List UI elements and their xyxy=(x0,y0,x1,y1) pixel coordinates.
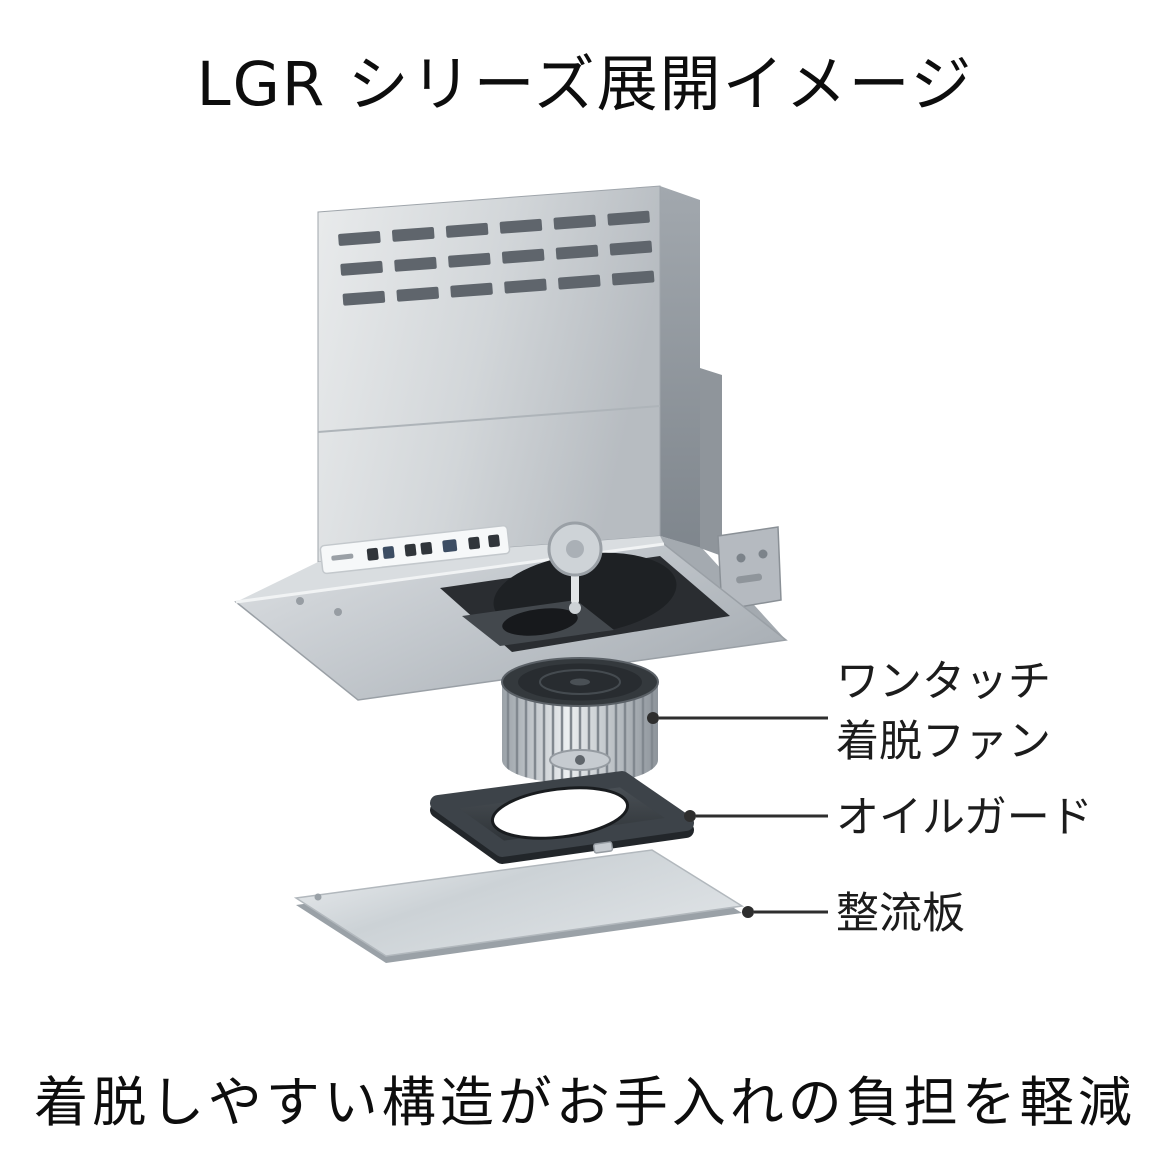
hood-button xyxy=(366,547,379,561)
label-removable-fan: ワンタッチ 着脱ファン xyxy=(836,652,1051,772)
removable-fan xyxy=(501,657,659,784)
label-oil-guard: オイルガード xyxy=(836,793,1093,843)
hood-button xyxy=(442,539,458,553)
hood-button xyxy=(382,546,395,559)
baffle-clip xyxy=(593,841,614,854)
brand-mark xyxy=(331,553,354,561)
duct-fin xyxy=(700,368,722,556)
fan-cavity xyxy=(440,521,730,652)
control-panel xyxy=(319,525,511,575)
hood-button xyxy=(404,543,417,557)
page-title: LGR シリーズ展開イメージ xyxy=(196,49,974,120)
caption-text: 着脱しやすい構造がお手入れの負担を軽減 xyxy=(34,1071,1136,1134)
mounting-bracket xyxy=(717,526,782,611)
leader-lines xyxy=(647,712,828,918)
oil-guard-hole xyxy=(490,786,630,840)
leader-line-baffle-plate xyxy=(742,906,828,918)
chimney-side-panel xyxy=(660,186,700,548)
vent-slots xyxy=(338,210,655,306)
label-removable-fan-line1: ワンタッチ xyxy=(836,657,1051,707)
oil-guard xyxy=(430,771,694,864)
hood-button xyxy=(468,536,481,550)
baffle-plate xyxy=(293,841,745,963)
leader-line-fan xyxy=(647,712,828,724)
label-baffle-plate: 整流板 xyxy=(836,889,965,939)
label-removable-fan-line2: 着脱ファン xyxy=(836,717,1051,768)
leader-line-oil-guard xyxy=(684,810,828,822)
hood-button xyxy=(420,541,433,555)
hood-button xyxy=(488,534,500,548)
